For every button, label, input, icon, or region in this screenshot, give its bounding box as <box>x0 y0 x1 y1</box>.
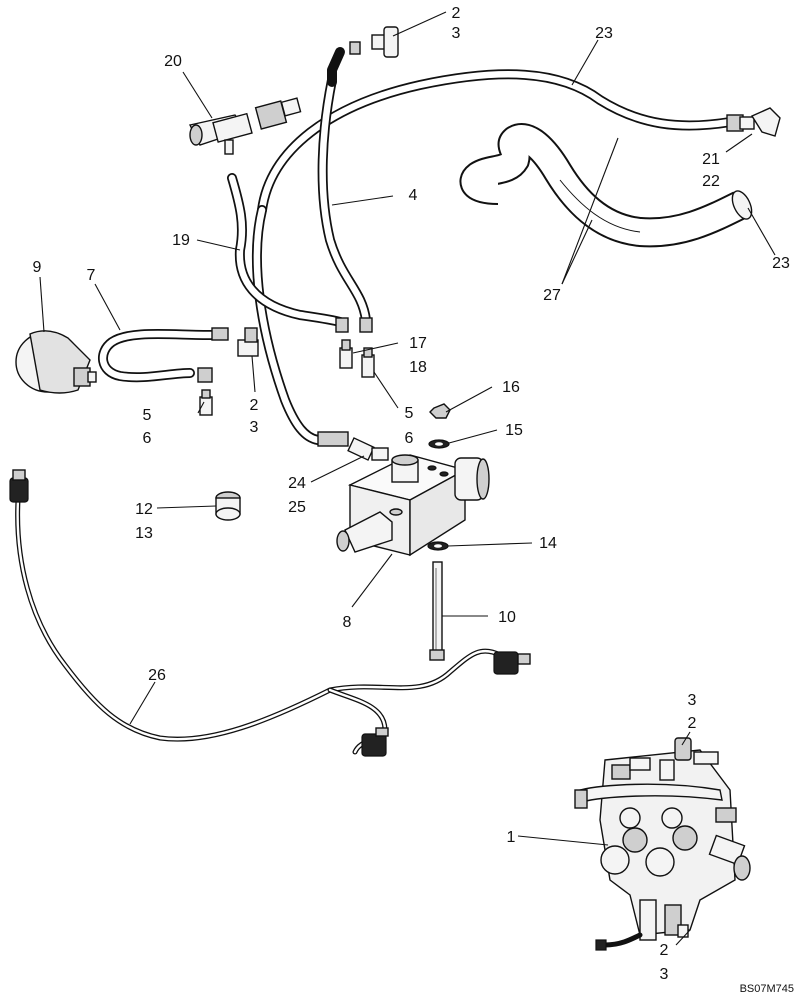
callout-27: 27 <box>543 287 561 304</box>
callout-21: 21 <box>702 151 720 168</box>
callout-2: 2 <box>660 942 669 959</box>
callout-23: 23 <box>595 25 613 42</box>
callout-2: 2 <box>688 715 697 732</box>
callout-6: 6 <box>143 430 152 447</box>
callout-2: 2 <box>452 5 461 22</box>
valve-block-8 <box>336 454 490 557</box>
callout-7: 7 <box>87 267 96 284</box>
callout-23: 23 <box>772 255 790 272</box>
hose-4 <box>317 75 371 325</box>
accumulator-9 <box>15 330 97 394</box>
callout-24: 24 <box>288 475 306 492</box>
drawing-code: BS07M745 <box>740 983 794 995</box>
callout-10: 10 <box>498 609 516 626</box>
valve-20 <box>188 97 302 155</box>
nut-16 <box>429 403 451 419</box>
elbow-fitting-mid <box>197 327 259 383</box>
callout-12: 12 <box>135 501 153 518</box>
callout-26: 26 <box>148 667 166 684</box>
callout-25: 25 <box>288 499 306 516</box>
callout-3: 3 <box>452 25 461 42</box>
callout-8: 8 <box>343 614 352 631</box>
wire-harness-26 <box>9 469 531 757</box>
callout-6: 6 <box>405 430 414 447</box>
callout-20: 20 <box>164 53 182 70</box>
callout-9: 9 <box>33 259 42 276</box>
connector-5-6-left <box>199 389 213 416</box>
washer-15 <box>428 439 450 449</box>
callout-labels: 2 3 23 20 21 22 4 19 9 7 23 27 17 18 2 3… <box>33 5 790 983</box>
elbow-fitting-right <box>726 107 781 137</box>
callout-3: 3 <box>660 966 669 983</box>
callout-4: 4 <box>409 187 418 204</box>
hose-7 <box>98 328 217 383</box>
hose-19 <box>227 173 345 327</box>
callout-13: 13 <box>135 525 153 542</box>
hose-27 <box>459 123 753 248</box>
callout-1: 1 <box>507 829 516 846</box>
callout-3: 3 <box>250 419 259 436</box>
callout-16: 16 <box>502 379 520 396</box>
plug-12-13 <box>215 491 241 521</box>
hose-23 <box>251 69 735 445</box>
callout-22: 22 <box>702 173 720 190</box>
control-valve-1 <box>574 737 751 951</box>
callout-15: 15 <box>505 422 523 439</box>
connector-24-25 <box>317 431 389 461</box>
elbow-fitting-top <box>327 26 399 87</box>
washer-14 <box>427 541 449 551</box>
connector-17-18 <box>335 317 375 378</box>
callout-5: 5 <box>405 405 414 422</box>
leader-lines <box>39 11 776 946</box>
callout-14: 14 <box>539 535 557 552</box>
callout-18: 18 <box>409 359 427 376</box>
callout-3: 3 <box>688 692 697 709</box>
callout-5: 5 <box>143 407 152 424</box>
callout-17: 17 <box>409 335 427 352</box>
callout-19: 19 <box>172 232 190 249</box>
callout-2: 2 <box>250 397 259 414</box>
bolt-10 <box>429 561 445 661</box>
